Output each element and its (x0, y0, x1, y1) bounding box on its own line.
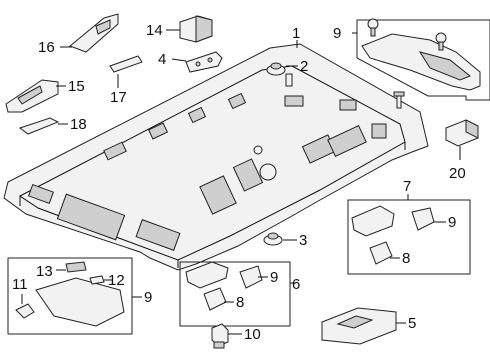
headliner-panel (3, 43, 429, 271)
callout-16: 14 (146, 22, 163, 39)
callout-10: 9 (333, 25, 341, 42)
callout-7: 7 (403, 178, 411, 195)
part-19-upper (109, 55, 143, 73)
callout-19-lower: 18 (70, 116, 87, 133)
part-19-lower (18, 117, 60, 135)
box-10 (356, 18, 490, 101)
part-17 (5, 79, 59, 113)
callout-4: 4 (158, 51, 166, 68)
part-16 (179, 15, 213, 43)
part-bolt (393, 91, 405, 109)
callout-9-box6: 9 (270, 269, 278, 286)
part-12 (211, 323, 229, 349)
callout-13: 11 (12, 276, 28, 293)
callout-17: 15 (68, 78, 85, 95)
part-2-clip (266, 62, 286, 76)
callout-2: 2 (300, 58, 308, 75)
callout-11: 9 (144, 289, 152, 306)
callout-1: 1 (292, 25, 300, 42)
callout-18: 16 (38, 39, 55, 56)
part-5 (321, 307, 397, 345)
part-18 (69, 13, 119, 53)
part-4-bracket (185, 51, 223, 73)
callout-9-box7: 9 (448, 214, 456, 231)
part-3-clip (263, 232, 283, 246)
callout-20: 20 (449, 165, 466, 182)
callout-19-upper: 17 (110, 89, 127, 106)
box-6 (179, 261, 291, 327)
callout-5: 5 (408, 315, 416, 332)
callout-15: 13 (36, 263, 53, 280)
callout-3: 3 (299, 232, 307, 249)
callout-8-box6: 8 (236, 294, 244, 311)
callout-6: 6 (292, 276, 300, 293)
callout-12: 10 (244, 326, 261, 343)
callout-8-box7: 8 (402, 250, 410, 267)
callout-14: 12 (108, 272, 125, 289)
part-20 (445, 119, 479, 147)
box-11 (7, 257, 133, 335)
box-7 (347, 199, 471, 275)
